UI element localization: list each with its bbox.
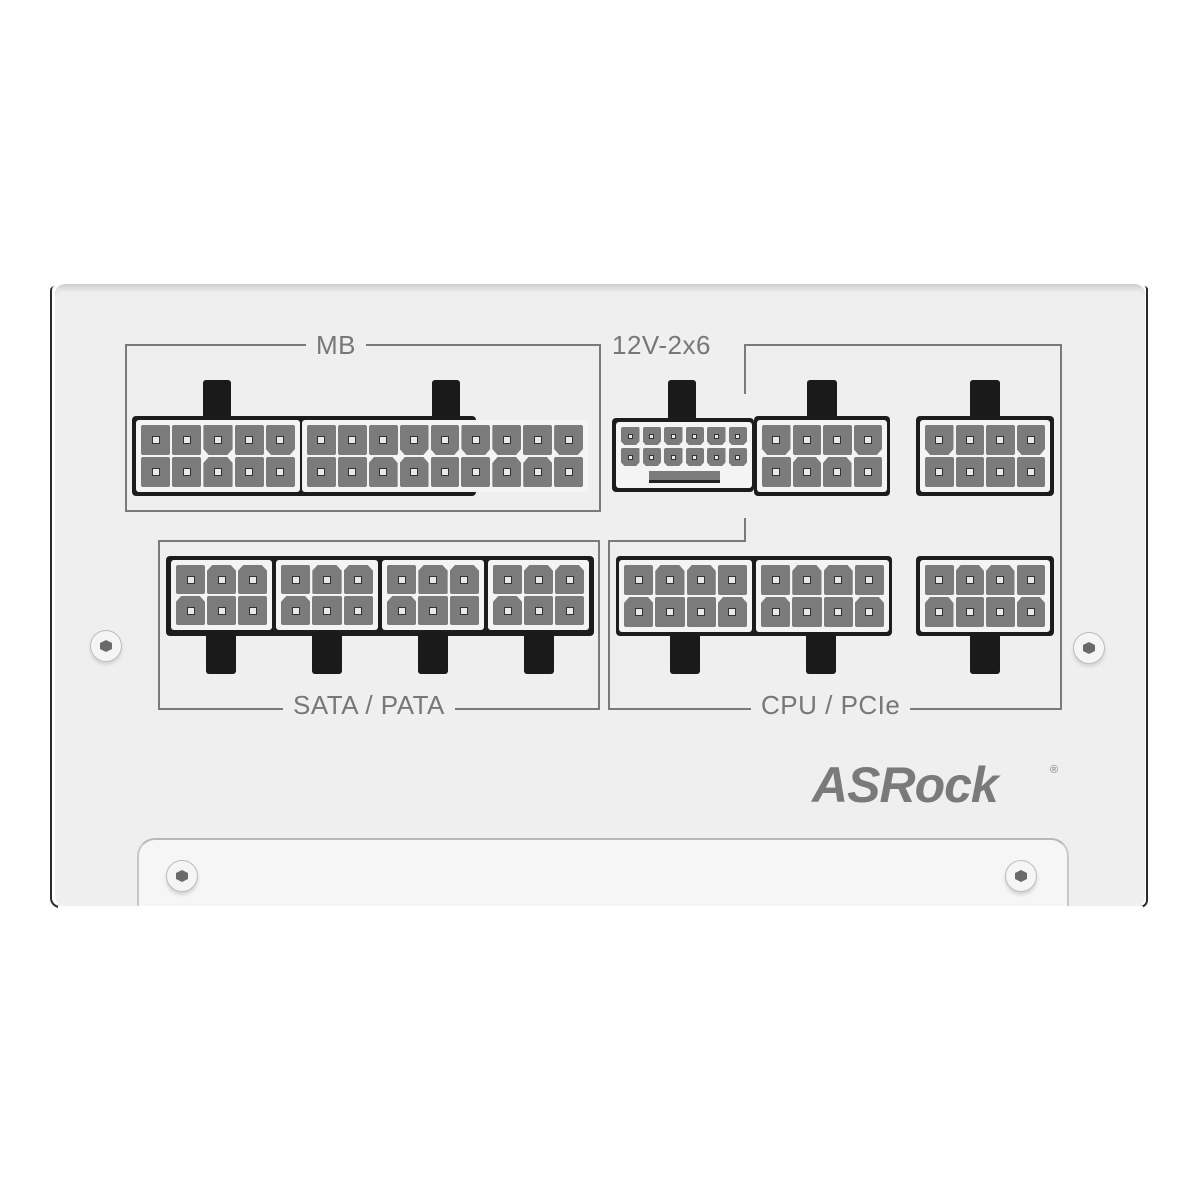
cpu-pcie-2-latch: [806, 632, 836, 674]
panel-bottom-shadow: [58, 906, 1143, 918]
cpu-pcie-connector-1[interactable]: [619, 560, 752, 632]
cpu-pcie-label: CPU / PCIe: [751, 691, 911, 719]
mb-label: MB: [306, 331, 366, 359]
panel-top-edge: [58, 284, 1143, 292]
top-cpu-pcie-1-connector[interactable]: [757, 420, 887, 492]
panel-left-edge: [50, 286, 60, 908]
top-cpu-pcie-2-connector[interactable]: [920, 420, 1050, 492]
mb-10pin-connector[interactable]: [136, 420, 300, 492]
12v-2x6-latch: [668, 380, 696, 420]
cpu-pcie-connector-2[interactable]: [756, 560, 889, 632]
mb-18pin-connector[interactable]: [302, 420, 588, 492]
sata-pata-2-latch: [312, 632, 342, 674]
mb-10pin-latch: [203, 380, 231, 420]
cpu-pcie-3-latch: [970, 632, 1000, 674]
sata-pata-connector-1[interactable]: [171, 560, 272, 630]
sata-pata-connector-3[interactable]: [382, 560, 484, 630]
cpu-pcie-connector-3[interactable]: [920, 560, 1050, 632]
mb-18pin-latch: [432, 380, 460, 420]
12v-2x6-label: 12V-2x6: [608, 331, 721, 359]
top-cpu-pcie-1-latch: [807, 380, 837, 420]
registered-mark: ®: [1050, 764, 1059, 776]
sata-pata-connector-4[interactable]: [488, 560, 589, 630]
screw-icon: [1005, 860, 1037, 892]
sata-pata-connector-2[interactable]: [276, 560, 378, 630]
screw-icon: [166, 860, 198, 892]
asrock-logo: ASRock: [812, 757, 999, 813]
cpu-pcie-1-latch: [670, 632, 700, 674]
12v-2x6-sense-pins: [648, 471, 720, 483]
screw-icon: [1073, 632, 1105, 664]
bottom-mounting-flange: [137, 838, 1069, 910]
12v-2x6-connector[interactable]: [616, 422, 752, 488]
top-cpu-pcie-2-latch: [970, 380, 1000, 420]
sata-pata-label: SATA / PATA: [283, 691, 455, 719]
screw-icon: [90, 630, 122, 662]
sata-pata-3-latch: [418, 632, 448, 674]
sata-pata-1-latch: [206, 632, 236, 674]
panel-right-edge: [1140, 286, 1148, 908]
sata-pata-4-latch: [524, 632, 554, 674]
